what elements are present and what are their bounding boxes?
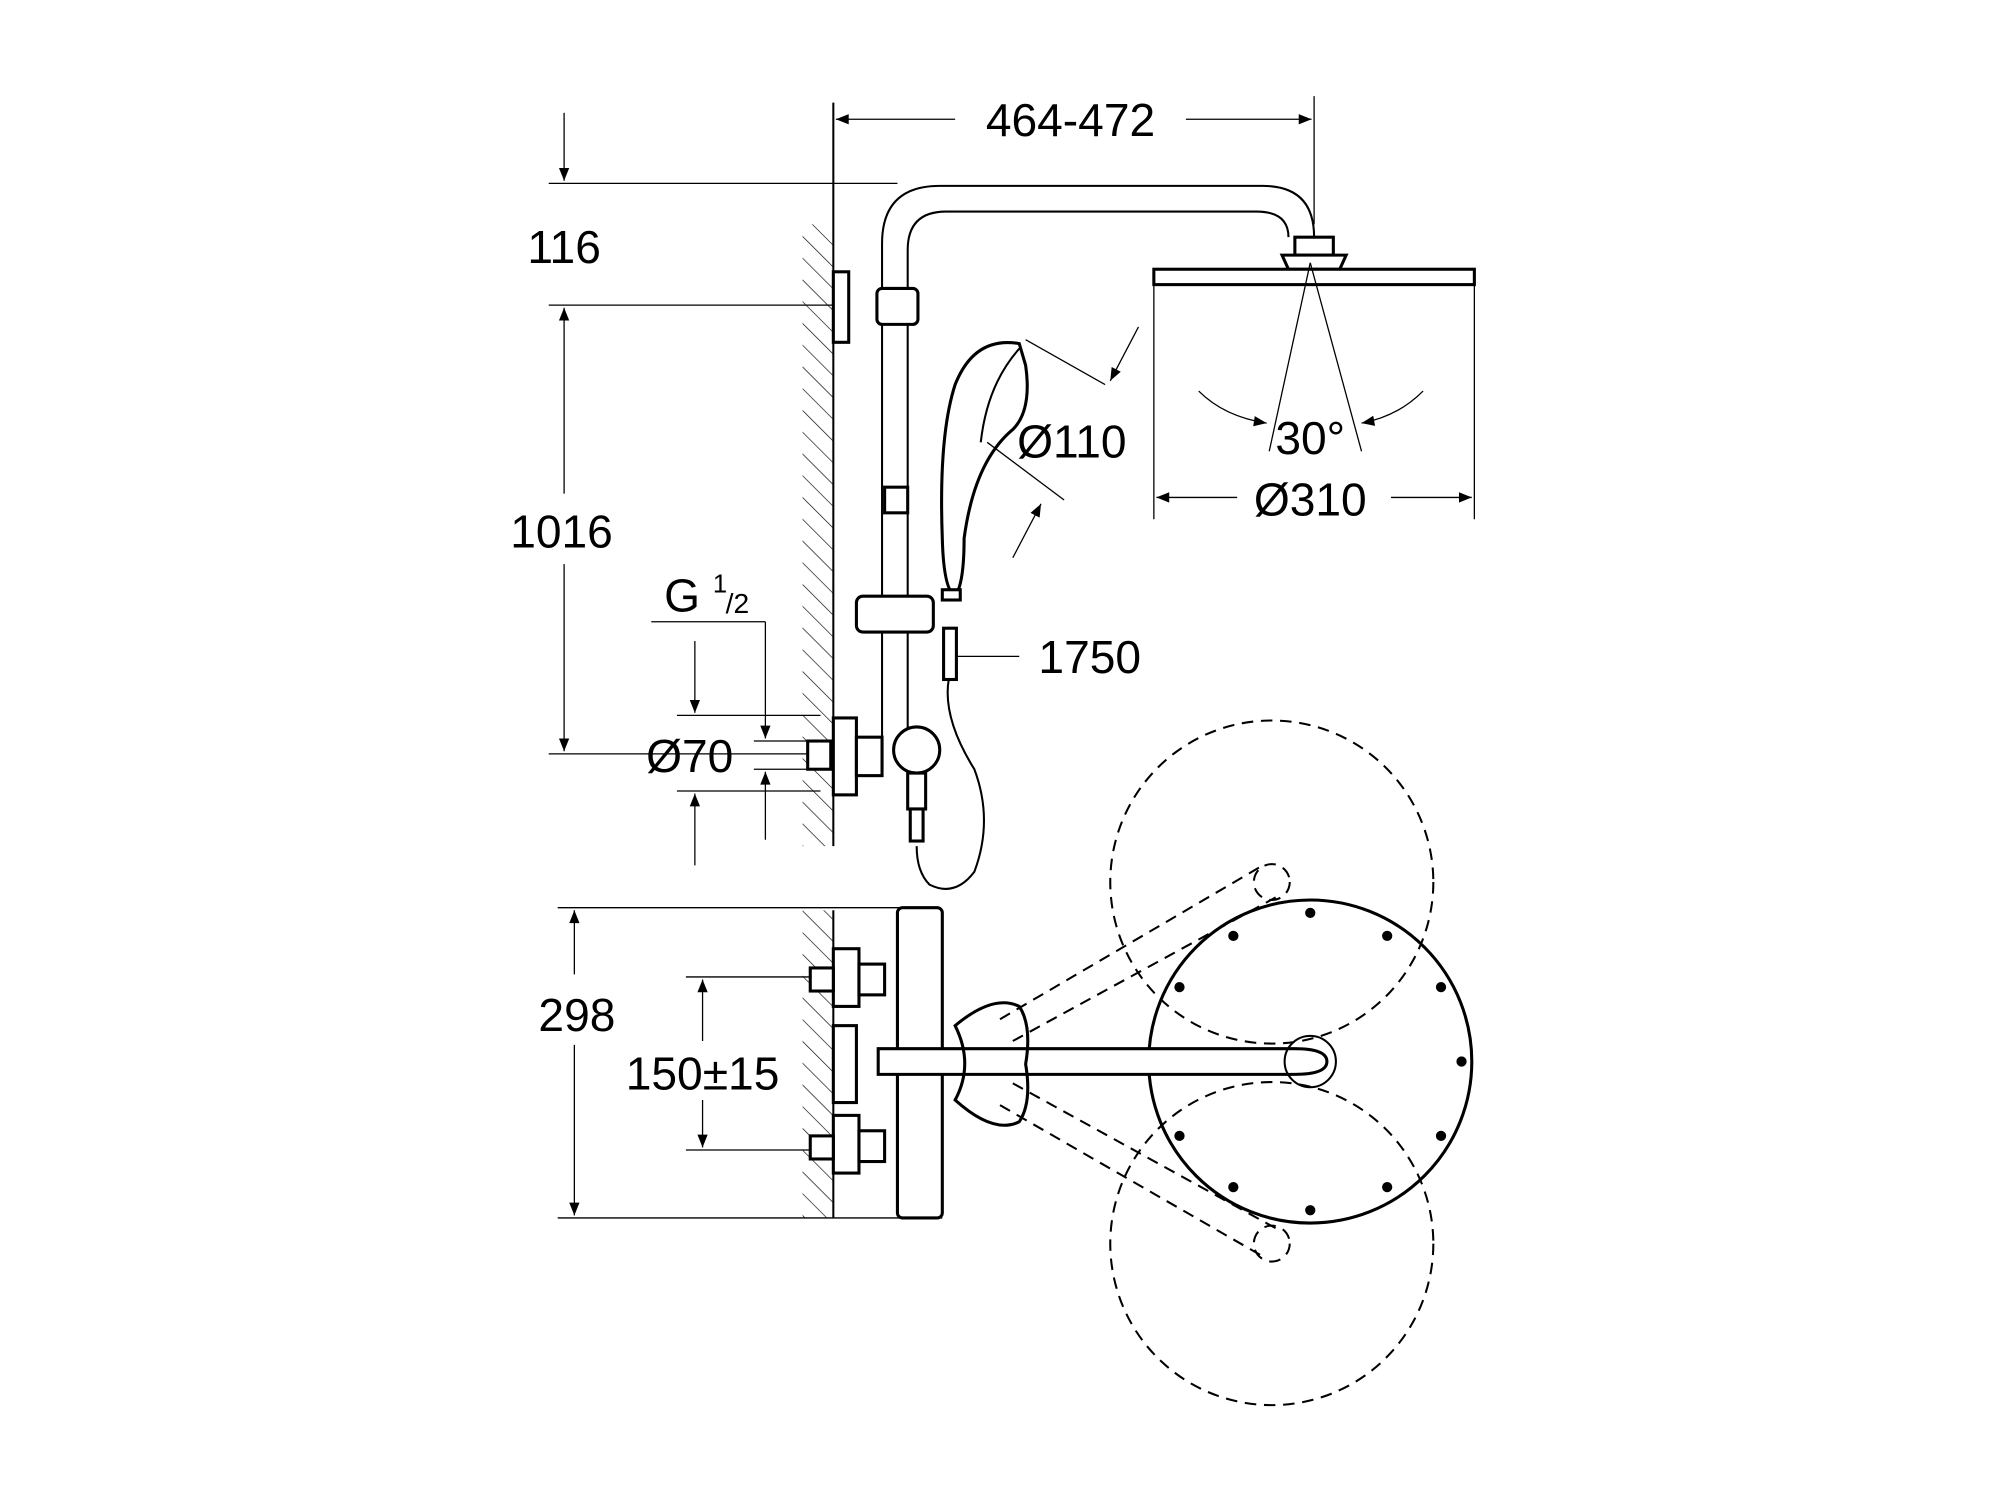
top-offset-label: 116 <box>527 221 601 273</box>
arm-projection-label: 464-472 <box>986 94 1155 146</box>
thread-fraction-denominator: /2 <box>726 587 750 619</box>
spray-nozzle-dots <box>1153 907 1467 1216</box>
mixer-side-view <box>806 716 942 843</box>
dimension-inlet-spacing: 150±15 <box>626 976 821 1151</box>
hand-shower-diameter-label: Ø110 <box>1017 416 1126 468</box>
spray-angle-label: 30° <box>1275 412 1345 464</box>
shower-riser-pipe <box>831 184 1316 738</box>
dimension-top-offset: 116 <box>527 112 898 273</box>
wall-top-view <box>802 910 835 1218</box>
head-diameter-label: Ø310 <box>1254 473 1367 525</box>
inlet-diameter-label: Ø70 <box>646 730 733 782</box>
hose-length-label: 1750 <box>1038 631 1141 683</box>
dimension-inlet: G 1 /2 Ø70 <box>646 570 821 866</box>
dimension-bracket-height: 1016 <box>510 304 840 755</box>
thread-label: G <box>664 570 700 622</box>
dimension-arm-projection: 464-472 <box>835 94 1315 225</box>
hand-shower: Ø110 <box>940 326 1140 602</box>
dimension-spray-angle: 30° <box>1198 262 1424 464</box>
mixer-height-label: 298 <box>538 989 615 1041</box>
slider-and-hose: 1750 <box>854 594 1141 890</box>
shower-top-view <box>876 719 1474 1407</box>
wall-side-view <box>802 102 835 847</box>
inlet-spacing-label: 150±15 <box>626 1048 780 1100</box>
thread-fraction-numerator: 1 <box>713 570 727 598</box>
bracket-height-label: 1016 <box>510 505 613 557</box>
dimension-head-diameter: Ø310 <box>1156 473 1472 525</box>
dimension-mixer-height: 298 <box>538 907 943 1219</box>
